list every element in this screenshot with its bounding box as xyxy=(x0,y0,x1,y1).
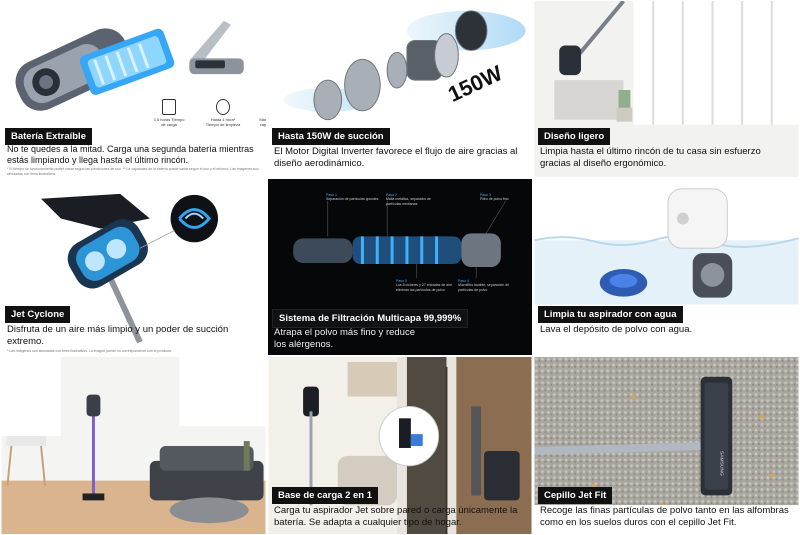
battery-spec-2: Hasta 1 hora* Tiempo de limpieza xyxy=(205,99,241,132)
panel-description: No te quedes a la mitad. Carga una segun… xyxy=(7,144,254,165)
panel-title: Sistema de Filtración Multicapa 99,999% xyxy=(272,309,469,328)
panel-title: Diseño ligero xyxy=(538,128,611,145)
battery-spec-caption: Mantiene el 70% de capacidad después de … xyxy=(259,117,267,127)
step-label: Paso 3 xyxy=(480,193,491,197)
brush-photo: SAMSUNG xyxy=(534,357,799,534)
clock-icon xyxy=(216,99,230,115)
panel-title: Base de carga 2 en 1 xyxy=(272,487,378,504)
panel-battery: 3,5 horas Tiempo de carga Hasta 1 hora* … xyxy=(0,0,267,178)
filtration-step-2: Paso 2 Malla metálica, separador de part… xyxy=(386,193,441,206)
zoom-bubble xyxy=(170,194,219,243)
filtration-step-1: Paso 1 Separación de partículas grandes xyxy=(326,193,381,202)
panel-living-room xyxy=(0,356,267,535)
step-label: Paso 5 xyxy=(396,279,407,283)
battery-spec-3: Mantiene el 70% de capacidad después de … xyxy=(259,99,267,132)
panel-title: Hasta 150W de succión xyxy=(272,128,390,145)
living-room-photo xyxy=(1,357,266,534)
step-label: Paso 4 xyxy=(458,279,469,283)
panel-washable: Limpia tu aspirador con agua Lava el dep… xyxy=(533,178,800,356)
motor-illustration: 150W xyxy=(268,1,532,177)
panel-suction: 150W Hasta 150W de succión El Motor Digi… xyxy=(267,0,533,178)
panel-title: Cepillo Jet Fit xyxy=(538,487,613,504)
filtration-step-3: Paso 3 Filtro de polvo fino xyxy=(480,193,528,202)
panel-footnote: * El tiempo de funcionamiento puede vari… xyxy=(7,167,259,176)
filtration-step-4: Paso 4 Microfiltro lavable, separación d… xyxy=(458,279,518,292)
filtration-step-5: Paso 5 Los 8 ciclones y 27 entradas de a… xyxy=(396,279,454,292)
step-text: Los 8 ciclones y 27 entradas de aire eli… xyxy=(396,283,453,292)
panel-description: Carga tu aspirador Jet sobre pared o car… xyxy=(274,505,518,528)
brush-brand: SAMSUNG xyxy=(718,451,724,476)
panel-description: Recoge las finas partículas de polvo tan… xyxy=(534,505,799,534)
battery-spec-caption: Hasta 1 hora* Tiempo de limpieza xyxy=(205,117,241,127)
panel-description: Disfruta de un aire más limpio y un pode… xyxy=(7,324,229,347)
panel-jet-fit-brush: SAMSUNG Cepillo Jet Fit Recoge las finas… xyxy=(533,356,800,535)
battery-icon xyxy=(162,99,176,115)
step-text: Separación de partículas grandes xyxy=(326,197,379,201)
panel-filtration: Paso 1 Separación de partículas grandes … xyxy=(267,178,533,356)
panel-description: Limpia hasta el último rincón de tu casa… xyxy=(540,146,761,169)
step-label: Paso 2 xyxy=(386,193,397,197)
lightweight-photo xyxy=(534,1,799,177)
battery-illustration xyxy=(1,1,266,177)
panel-jet-cyclone: Jet Cyclone Disfruta de un aire más limp… xyxy=(0,178,267,356)
step-text: Filtro de polvo fino xyxy=(480,197,509,201)
panel-charging-base: Base de carga 2 en 1 Carga tu aspirador … xyxy=(267,356,533,535)
panel-description: Atrapa el polvo más fino y reduce los al… xyxy=(274,327,415,350)
step-text: Malla metálica, separador de partículas … xyxy=(386,197,431,206)
panel-description: El Motor Digital Inverter favorece el fl… xyxy=(274,146,518,169)
panel-lightweight: Diseño ligero Limpia hasta el último rin… xyxy=(533,0,800,178)
panel-title: Batería Extraíble xyxy=(5,128,92,145)
panel-footnote: * Las imágenes son simuladas con fines i… xyxy=(7,349,172,353)
washable-illustration xyxy=(534,179,799,355)
battery-icon-row: 3,5 horas Tiempo de carga Hasta 1 hora* … xyxy=(151,99,267,132)
panel-description: Lava el depósito de polvo con agua. xyxy=(540,324,693,335)
battery-spec-caption: 3,5 horas Tiempo de carga xyxy=(153,117,185,127)
step-label: Paso 1 xyxy=(326,193,337,197)
charging-base-photo xyxy=(268,357,532,534)
panel-title: Jet Cyclone xyxy=(5,306,71,323)
step-text: Microfiltro lavable, separación de partí… xyxy=(458,283,510,292)
battery-spec-1: 3,5 horas Tiempo de carga xyxy=(151,99,187,132)
panel-title: Limpia tu aspirador con agua xyxy=(538,306,683,323)
cyclone-illustration xyxy=(1,179,266,355)
